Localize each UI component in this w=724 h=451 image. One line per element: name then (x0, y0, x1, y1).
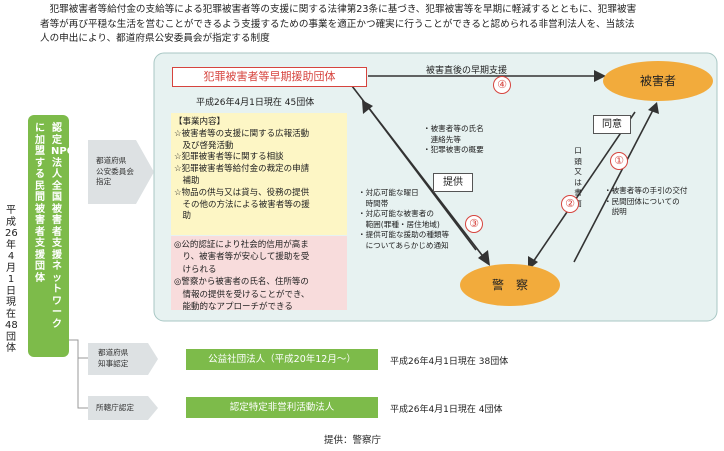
business-item: ☆犯罪被害者等給付金の裁定の申請 (174, 164, 310, 175)
note-line: 時間帯 (358, 198, 389, 208)
note-line: ・提供可能な援助の種類等 (358, 230, 450, 239)
tag-jurisdiction: 所轄庁認定 (96, 403, 134, 412)
arrow-head (648, 102, 659, 114)
early-support-label: 被害直後の早期支援 (426, 66, 508, 76)
note-line: ・対応可能な被害者の (358, 209, 434, 218)
benefit-line: 情報の提供を受けることができ、 (174, 289, 310, 300)
org-box: 犯罪被害者等早期援助団体 (172, 67, 367, 87)
benefit-line: り、被害者等が安心して援助を受 (174, 252, 310, 263)
benefit-line: 能動的なアプローチができる (174, 302, 293, 313)
tag-prefecture-commission: 都道府県 公安委員会 指定 (96, 156, 146, 188)
intro-line: 者等が再び平穏な生活を営むことができるよう支援するための事業を適正かつ確実に行う… (40, 18, 635, 30)
step-4-badge: ④ (493, 76, 511, 94)
arrow-head (478, 250, 490, 266)
step-2-badge: ② (561, 195, 579, 213)
note-line: ・被害者等の手引の交付 (604, 186, 688, 195)
benefits-box: ◎公的認証により社会的信用が高ま り、被害者等が安心して援助を受 けられる ◎警… (171, 236, 347, 313)
vertical-date: 平成26年4月1日現在48団体 (5, 205, 18, 354)
commission-arrow (88, 140, 154, 204)
note-line: ・被害者等の氏名 (423, 124, 484, 133)
jurisdiction-arrow (88, 396, 158, 420)
public-interest-count: 平成26年4月1日現在 38団体 (390, 357, 509, 367)
note-line: 又は (574, 167, 582, 187)
benefit-line: ◎公的認証により社会的信用が高ま (174, 240, 309, 250)
police-to-victim-note: ・被害者等の手引の交付 ・民間団体についての 説明 (604, 186, 714, 218)
provide-label: 提供 (433, 173, 473, 192)
note-line: ・犯罪被害の概要 (423, 145, 484, 154)
public-interest-pill: 公益社団法人（平成20年12月〜） (186, 349, 378, 370)
tag-line: 知事認定 (98, 358, 129, 368)
intro-line: 人の申出により、都道府県公安委員会が指定する制度 (40, 33, 270, 44)
arrow-head (594, 70, 606, 82)
tag-line: 都道府県 (98, 348, 129, 357)
victim-node: 被害者 (603, 61, 713, 101)
business-item: その他の方法による被害者等の援 (174, 199, 310, 210)
business-item: ☆被害者等の支援に関する広報活動 (174, 128, 310, 139)
police-node: 警 察 (460, 264, 560, 306)
note-line: ・対応可能な曜日 (358, 188, 419, 197)
benefit-line: けられる (174, 264, 217, 275)
benefit-line: ◎警察から被害者の氏名、住所等の (174, 277, 309, 288)
arrow-provide (367, 106, 477, 251)
business-item: 及び啓発活動 (174, 140, 234, 151)
note-line: ・民間団体についての (604, 196, 680, 206)
network-bar-col1: 認定NPO法人全国被害者支援ネットワーク (51, 123, 76, 330)
police-notice-note: ・対応可能な曜日 時間帯 ・対応可能な被害者の 範囲(罪種・居住地域) ・提供可… (358, 188, 463, 251)
step-3-badge: ③ (465, 215, 483, 233)
intro-line: 犯罪被害者等給付金の支給等による犯罪被害者等の支援に関する法律第23条に基づき、… (40, 4, 637, 15)
note-line: 範囲(罪種・居住地域) (358, 219, 440, 229)
info-provided-note: ・被害者等の氏名 連絡先等 ・犯罪被害の概要 (423, 124, 503, 156)
business-item: 助 (174, 211, 192, 222)
org-count: 平成26年4月1日現在 45団体 (196, 98, 315, 108)
tag-governor: 都道府県 知事認定 (98, 348, 148, 369)
certified-npo-pill: 認定特定非営利活動法人 (186, 397, 378, 418)
step-1-badge: ① (610, 152, 628, 170)
arrow-guide (573, 109, 654, 263)
tag-line: 公安委員会 (96, 166, 134, 176)
arrow-head (362, 100, 373, 114)
source-credit: 提供：警察庁 (324, 435, 382, 446)
note-line: 口頭 (574, 146, 582, 166)
business-item: 補助 (174, 175, 200, 186)
business-heading: 【事業内容】 (174, 117, 226, 127)
tag-line: 都道府県 (96, 156, 127, 165)
note-line: 説明 (604, 207, 627, 216)
branch-line-jurisdiction (77, 358, 88, 409)
certified-npo-count: 平成26年4月1日現在 4団体 (390, 405, 503, 415)
arrow-consent (532, 111, 636, 263)
business-box: 【事業内容】 ☆被害者等の支援に関する広報活動 及び啓発活動 ☆犯罪被害者等に関… (171, 113, 347, 235)
intro-text: 犯罪被害者等給付金の支給等による犯罪被害者等の支援に関する法律第23条に基づき、… (40, 3, 710, 47)
consent-label: 同意 (593, 115, 631, 134)
branch-line-governor (69, 339, 88, 359)
note-line: 連絡先等 (423, 134, 461, 144)
business-item: ☆犯罪被害者等に関する相談 (174, 152, 284, 163)
business-item: ☆物品の供与又は貸与、役務の提供 (174, 187, 310, 198)
network-bar: 認定NPO法人全国被害者支援ネットワーク に加盟する民間被害者支援団体 (28, 115, 76, 357)
note-line: についてあらかじめ通知 (358, 240, 449, 250)
tag-line: 指定 (96, 177, 112, 186)
network-bar-col2: に加盟する民間被害者支援団体 (35, 123, 45, 284)
governor-arrow (88, 343, 158, 375)
